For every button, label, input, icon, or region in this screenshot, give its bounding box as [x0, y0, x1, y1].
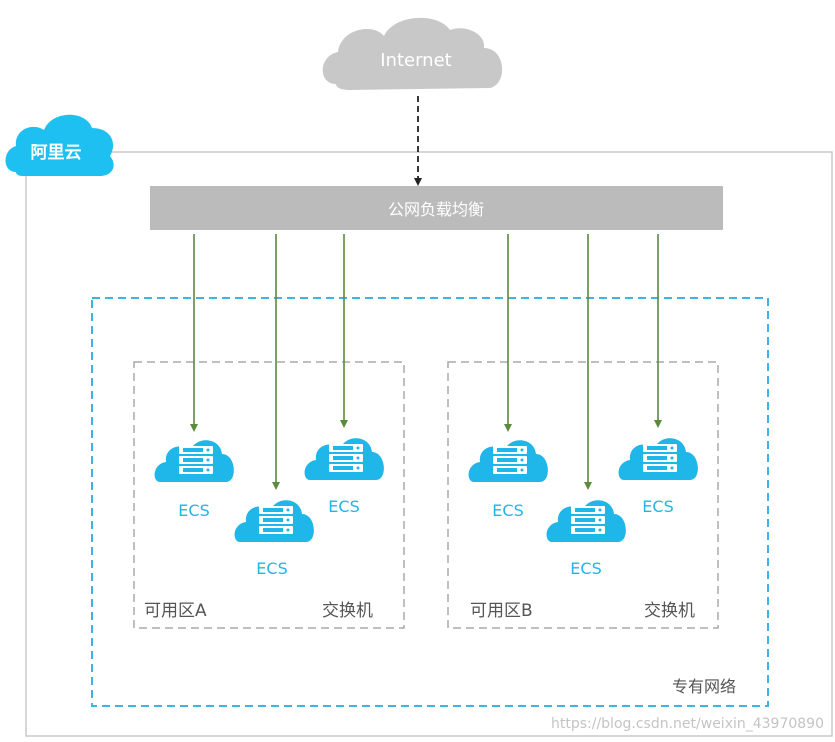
- ecs-label-b2: ECS: [570, 559, 601, 578]
- zone-a-boundary: [133, 361, 405, 629]
- ecs-label-b3: ECS: [642, 497, 673, 516]
- internet-cloud-icon: [322, 17, 503, 91]
- zone-b-boundary: [447, 361, 719, 629]
- ecs-server-icon-b1: [468, 440, 548, 482]
- aliyun-cloud-icon: [5, 114, 114, 176]
- load-balancer-label: 公网负载均衡: [388, 200, 484, 219]
- ecs-label-a3: ECS: [328, 497, 359, 516]
- vpc-boundary: [91, 297, 769, 707]
- zone-a-switch-label: 交换机: [322, 601, 373, 621]
- ecs-server-icon-b2: [546, 500, 626, 542]
- ecs-server-icon-a1: [154, 440, 234, 482]
- ecs-label-a1: ECS: [178, 501, 209, 520]
- ecs-server-icon-b3: [618, 438, 698, 480]
- watermark-text: https://blog.csdn.net/weixin_43970890: [551, 716, 824, 732]
- internet-label: Internet: [380, 50, 451, 71]
- vpc-label: 专有网络: [672, 677, 736, 696]
- aliyun-boundary: [25, 151, 833, 737]
- zone-b-label: 可用区B: [470, 601, 533, 621]
- zone-a-label: 可用区A: [144, 601, 207, 621]
- zone-b-switch-label: 交换机: [644, 601, 695, 621]
- ecs-label-b1: ECS: [492, 501, 523, 520]
- ecs-server-icon-a2: [234, 500, 314, 542]
- load-balancer-bar: [150, 186, 723, 230]
- aliyun-label: 阿里云: [31, 143, 82, 163]
- ecs-server-icon-a3: [304, 438, 384, 480]
- ecs-label-a2: ECS: [256, 559, 287, 578]
